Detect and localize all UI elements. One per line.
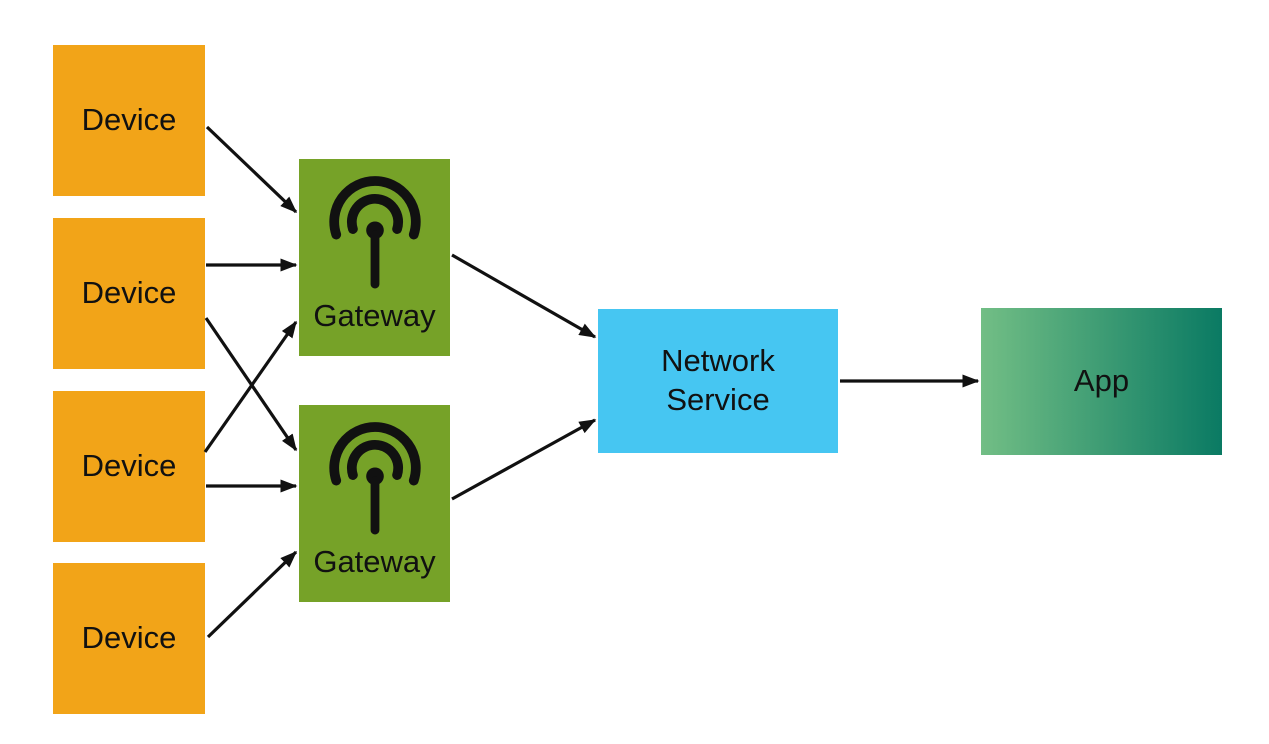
device-1-label: Device — [81, 102, 177, 138]
arrow-device-3-to-gateway-1 — [203, 320, 298, 453]
antenna-icon — [328, 422, 421, 535]
app-node: App — [981, 308, 1222, 455]
arrow-device-1-to-gateway-1 — [205, 125, 298, 214]
device-4-label: Device — [81, 620, 177, 656]
gateway-2-label: Gateway — [313, 544, 436, 579]
device-node-4: Device — [53, 563, 205, 714]
device-3-label: Device — [81, 448, 177, 484]
arrow-gateway-1-to-network-service — [451, 253, 597, 339]
app-label: App — [1073, 363, 1130, 399]
arrow-gateway-2-to-network-service — [451, 418, 597, 501]
gateway-1-label: Gateway — [313, 298, 436, 333]
device-2-label: Device — [81, 275, 177, 311]
antenna-icon — [328, 176, 421, 289]
device-node-1: Device — [53, 45, 205, 196]
arrow-device-2-to-gateway-2 — [204, 317, 298, 452]
device-node-2: Device — [53, 218, 205, 369]
arrow-device-4-to-gateway-2 — [206, 550, 298, 639]
network-service-node: Network Service — [598, 309, 838, 453]
gateway-node-1: Gateway — [299, 159, 450, 356]
gateway-node-2: Gateway — [299, 405, 450, 602]
network-service-label: Network Service — [661, 343, 775, 417]
device-node-3: Device — [53, 391, 205, 542]
